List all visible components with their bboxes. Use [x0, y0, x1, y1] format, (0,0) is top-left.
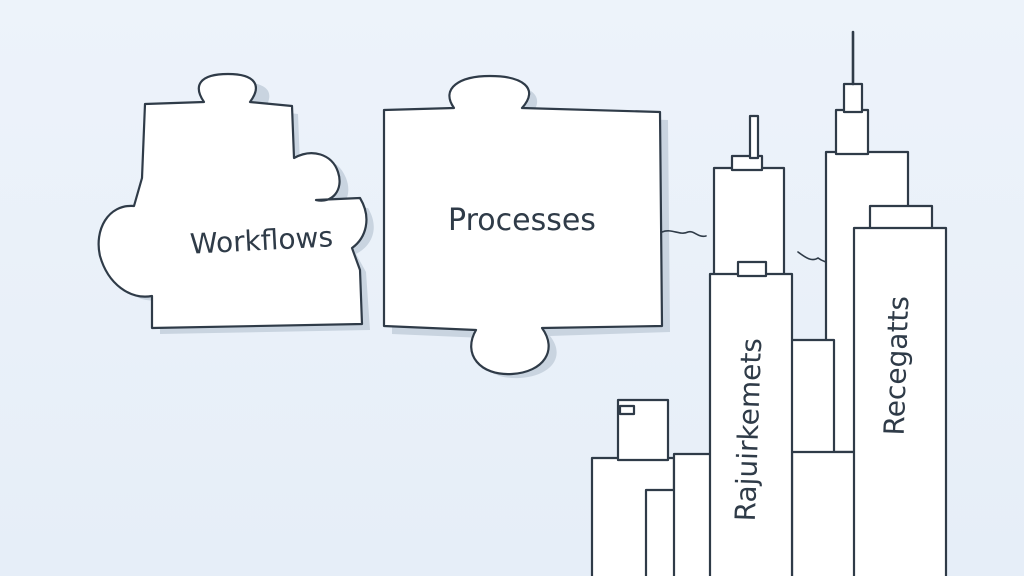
building-recegatts: Recegatts [852, 204, 948, 576]
puzzle-piece-processes-label: Processes [448, 203, 596, 238]
building-spire-step [834, 108, 870, 156]
puzzle-piece-processes: Processes [382, 74, 670, 379]
puzzle-piece-workflows-label: Workflows [189, 220, 334, 260]
building-low-left-cap [618, 404, 636, 416]
building-spire-step-upper [842, 82, 864, 114]
building-recegatts-label: Recegatts [878, 295, 916, 436]
connector-squiggle-left [661, 230, 707, 238]
building-low-mid [672, 452, 716, 576]
building-bottom-mid [790, 450, 860, 576]
puzzle-piece-workflows-outline [97, 72, 368, 330]
building-requirements: Rajuirkemets [708, 260, 794, 576]
puzzle-piece-processes-outline [382, 74, 664, 376]
building-mid-tower-antenna-base [748, 114, 760, 160]
city-skyline: Rajuirkemets Recegatts [590, 30, 948, 576]
building-requirements-label: Rajuirkemets [729, 337, 768, 521]
building-requirements-body [708, 272, 794, 576]
building-requirements-cap [736, 260, 768, 278]
puzzle-piece-workflows: Workflows [97, 72, 374, 334]
building-recegatts-body [852, 226, 948, 576]
building-mid-tower-roof [730, 154, 764, 172]
